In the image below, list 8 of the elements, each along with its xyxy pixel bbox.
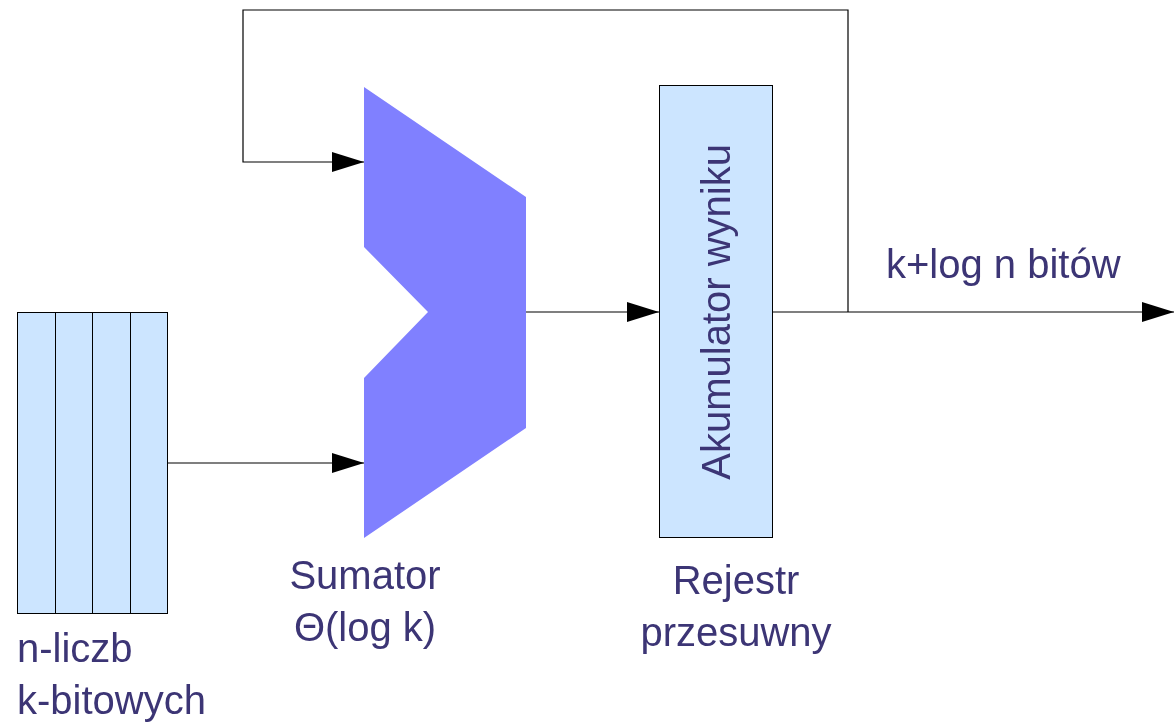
arrow: [525, 302, 660, 322]
register-label: Akumulator wyniku: [693, 143, 739, 480]
node-label: n-liczb k-bitowych: [17, 625, 207, 724]
arrow: [167, 453, 365, 473]
arrow: [242, 9, 849, 313]
node-label: Sumator Θ(log k): [288, 552, 442, 651]
arrow: [772, 302, 1175, 322]
node-label: Rejestr przesuwny: [639, 557, 833, 656]
